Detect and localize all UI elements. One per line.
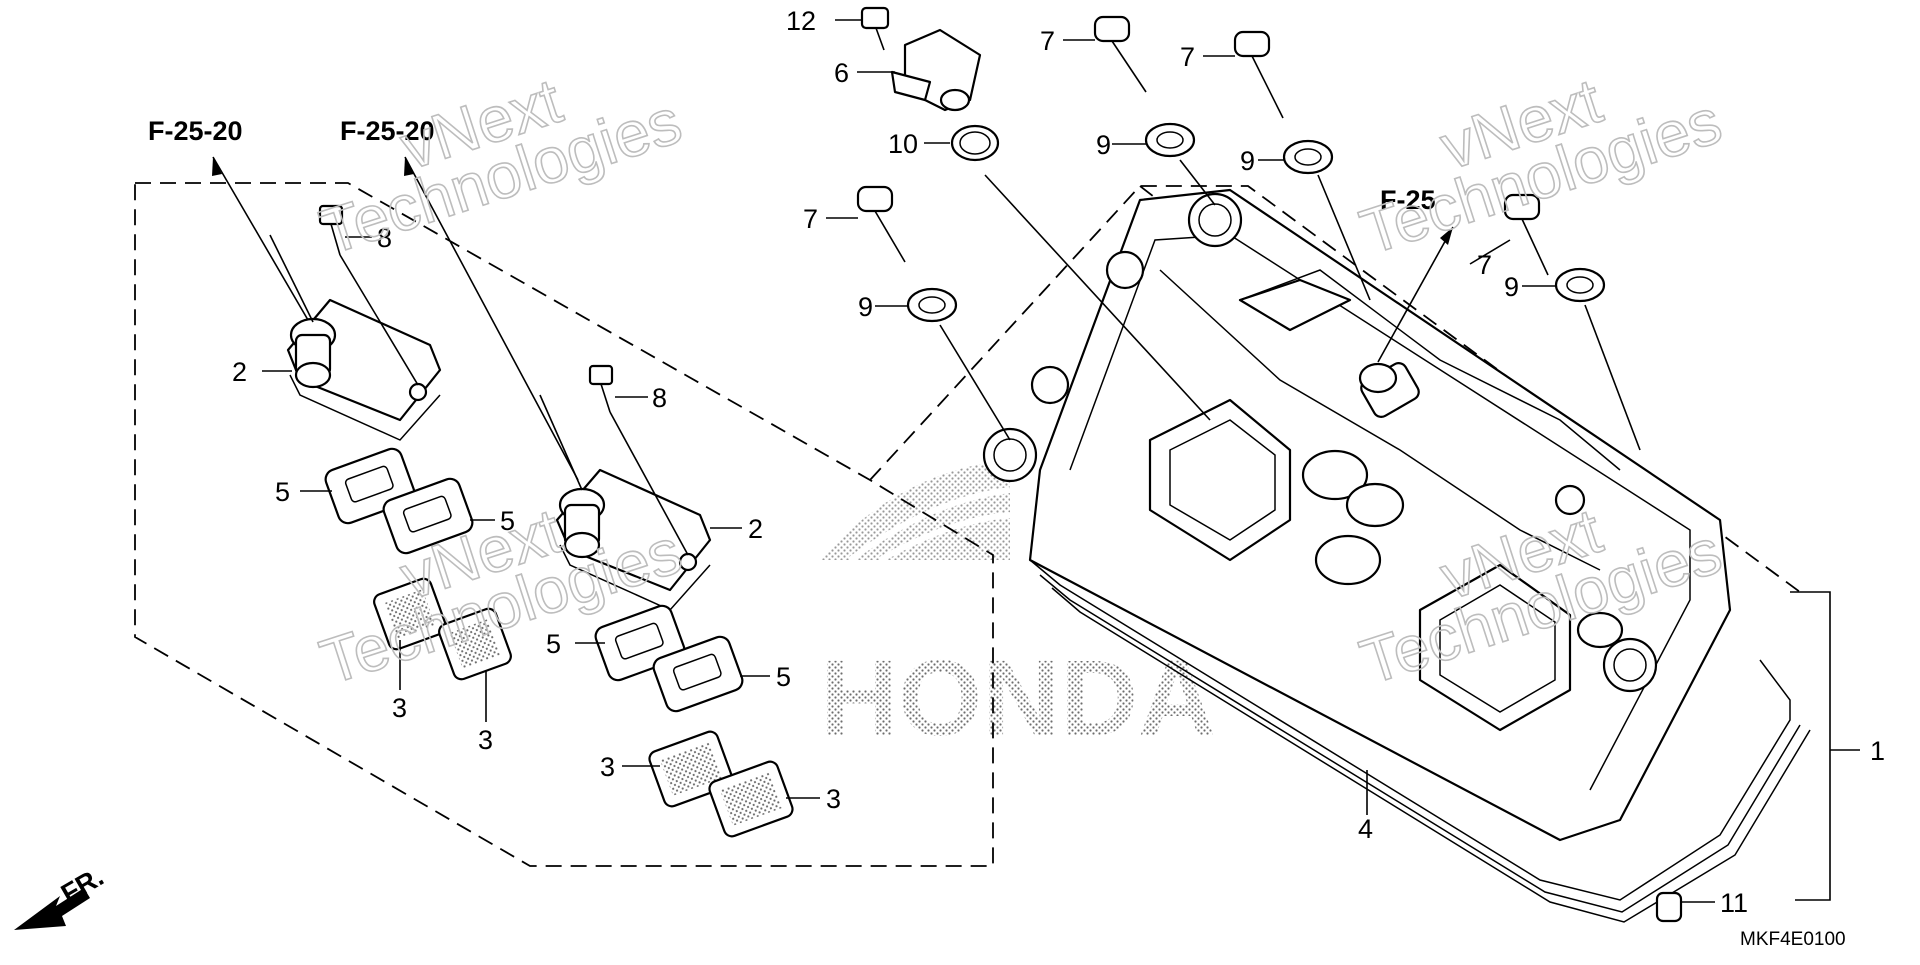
reference-f-25: F-25 [1380, 185, 1436, 215]
callout-9: 9 [1504, 272, 1519, 302]
callout-6: 6 [834, 58, 849, 88]
callout-8: 8 [377, 223, 392, 253]
front-direction-indicator: FR. [14, 861, 109, 930]
callout-1: 1 [1870, 736, 1885, 766]
honda-logo-watermark: HONDA [820, 460, 1216, 758]
callout-2: 2 [232, 357, 247, 387]
callout-8: 8 [652, 383, 667, 413]
callout-7: 7 [1477, 250, 1492, 280]
callout-10: 10 [888, 129, 918, 159]
callout-7: 7 [803, 204, 818, 234]
left-components [286, 204, 794, 838]
callout-9: 9 [1096, 130, 1111, 160]
head-cover-gasket [1029, 559, 1811, 923]
diagram-code: MKF4E0100 [1740, 929, 1846, 950]
callout-3: 3 [600, 752, 615, 782]
callout-3: 3 [478, 725, 493, 755]
callout-3: 3 [392, 693, 407, 723]
callout-5: 5 [546, 629, 561, 659]
callout-5: 5 [500, 506, 515, 536]
honda-wordmark: HONDA [820, 637, 1216, 758]
reference-f-25-20-left: F-25-20 [148, 116, 243, 146]
top-components [856, 6, 1683, 923]
reference-f-25-20-right: F-25-20 [340, 116, 435, 146]
callout-3: 3 [826, 784, 841, 814]
callout-11: 11 [1720, 888, 1748, 918]
callout-9: 9 [1240, 146, 1255, 176]
callout-9: 9 [858, 292, 873, 322]
callout-7: 7 [1040, 26, 1055, 56]
callout-12: 12 [786, 6, 816, 36]
cylinder-head-cover [982, 188, 1732, 842]
callout-5: 5 [776, 662, 791, 692]
callout-7: 7 [1180, 42, 1195, 72]
leader-lines [212, 19, 1860, 903]
callout-numbers: 1 2 2 3 3 3 3 4 5 5 5 5 6 7 7 7 7 8 8 9 … [232, 6, 1885, 918]
callout-2: 2 [748, 514, 763, 544]
callout-5: 5 [275, 477, 290, 507]
callout-4: 4 [1358, 814, 1373, 844]
